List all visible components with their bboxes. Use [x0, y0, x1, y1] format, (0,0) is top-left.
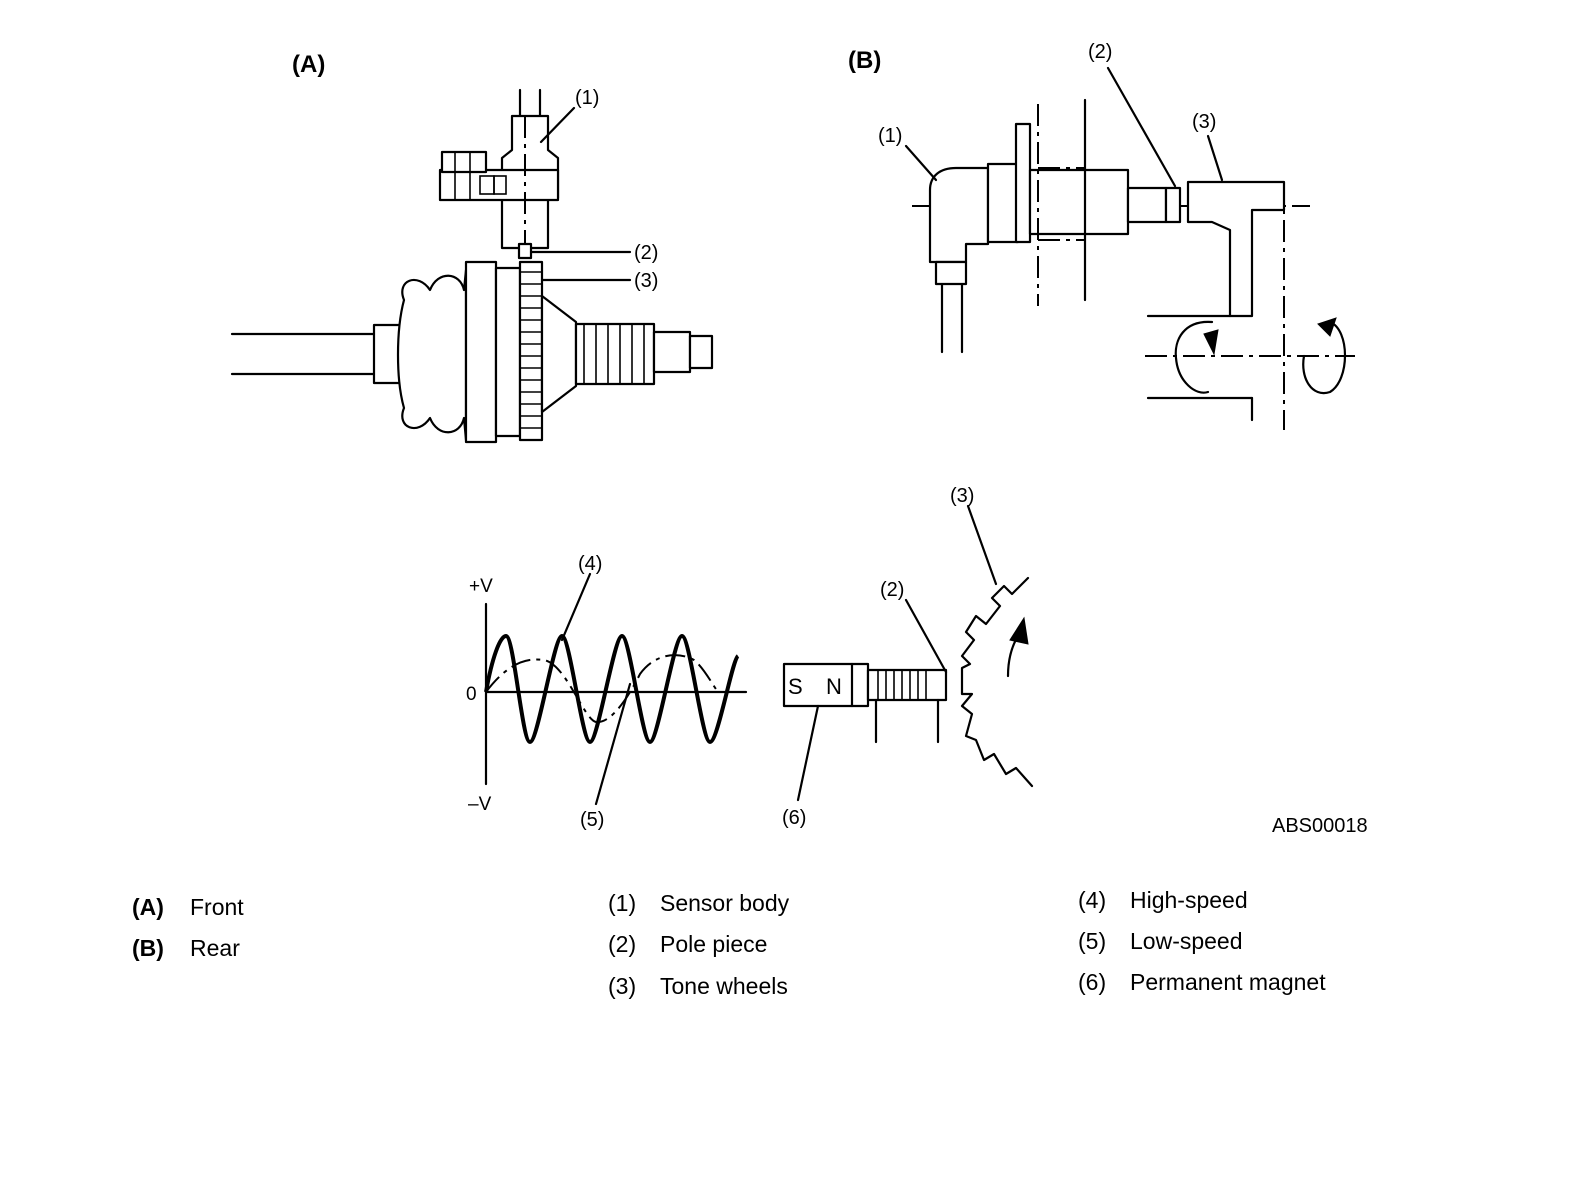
magnet-south: S	[788, 674, 803, 699]
waveform-graph: +V 0 –V (4) (5)	[466, 553, 748, 831]
callout-3-principle: (3)	[950, 485, 974, 507]
legend-key: (A)	[132, 894, 164, 920]
coil-windings	[877, 670, 927, 700]
legend-label: Tone wheels	[660, 973, 788, 999]
figure-id: ABS00018	[1272, 815, 1368, 837]
panel-label-b: (B)	[848, 47, 881, 74]
legend-key: (B)	[132, 935, 164, 961]
low-speed-wave	[485, 654, 719, 724]
panel-label-a: (A)	[292, 51, 325, 78]
callout-2-rear: (2)	[1088, 41, 1112, 63]
legend-key: (6)	[1078, 969, 1107, 995]
tone-wheel-teeth	[520, 271, 542, 429]
callout-3-rear: (3)	[1192, 111, 1216, 133]
legend-key: (3)	[608, 973, 637, 999]
front-sensor-assembly: (A)	[230, 51, 714, 444]
legend-label: Sensor body	[660, 890, 790, 916]
legend-label: High-speed	[1130, 887, 1248, 913]
callout-1-rear: (1)	[878, 125, 902, 147]
tone-wheel-profile	[960, 576, 1034, 788]
legend-label: Pole piece	[660, 931, 768, 957]
rear-sensor-assembly: (B) (1) (2)	[848, 41, 1355, 430]
legend-key: (4)	[1078, 887, 1107, 913]
legend-label: Rear	[190, 935, 240, 961]
spline-lines	[583, 324, 645, 384]
legend-label: Front	[190, 894, 244, 920]
legend-key: (5)	[1078, 928, 1107, 954]
legend-key: (1)	[608, 890, 637, 916]
callout-5: (5)	[580, 809, 604, 831]
callout-6: (6)	[782, 807, 806, 829]
callout-1-front: (1)	[575, 87, 599, 109]
magnet-north: N	[826, 674, 842, 699]
magnetic-principle: S N (6) (2) (3)	[782, 485, 1034, 829]
graph-zero: 0	[466, 684, 477, 705]
legend-label: Permanent magnet	[1130, 969, 1326, 995]
callout-3-front: (3)	[634, 270, 658, 292]
high-speed-wave	[484, 634, 740, 744]
callout-4: (4)	[578, 553, 602, 575]
callout-2-front: (2)	[634, 242, 658, 264]
legend-key: (2)	[608, 931, 637, 957]
legend-label: Low-speed	[1130, 928, 1243, 954]
graph-minus-v: –V	[468, 794, 492, 815]
callout-2-principle: (2)	[880, 579, 904, 601]
graph-plus-v: +V	[469, 576, 493, 597]
